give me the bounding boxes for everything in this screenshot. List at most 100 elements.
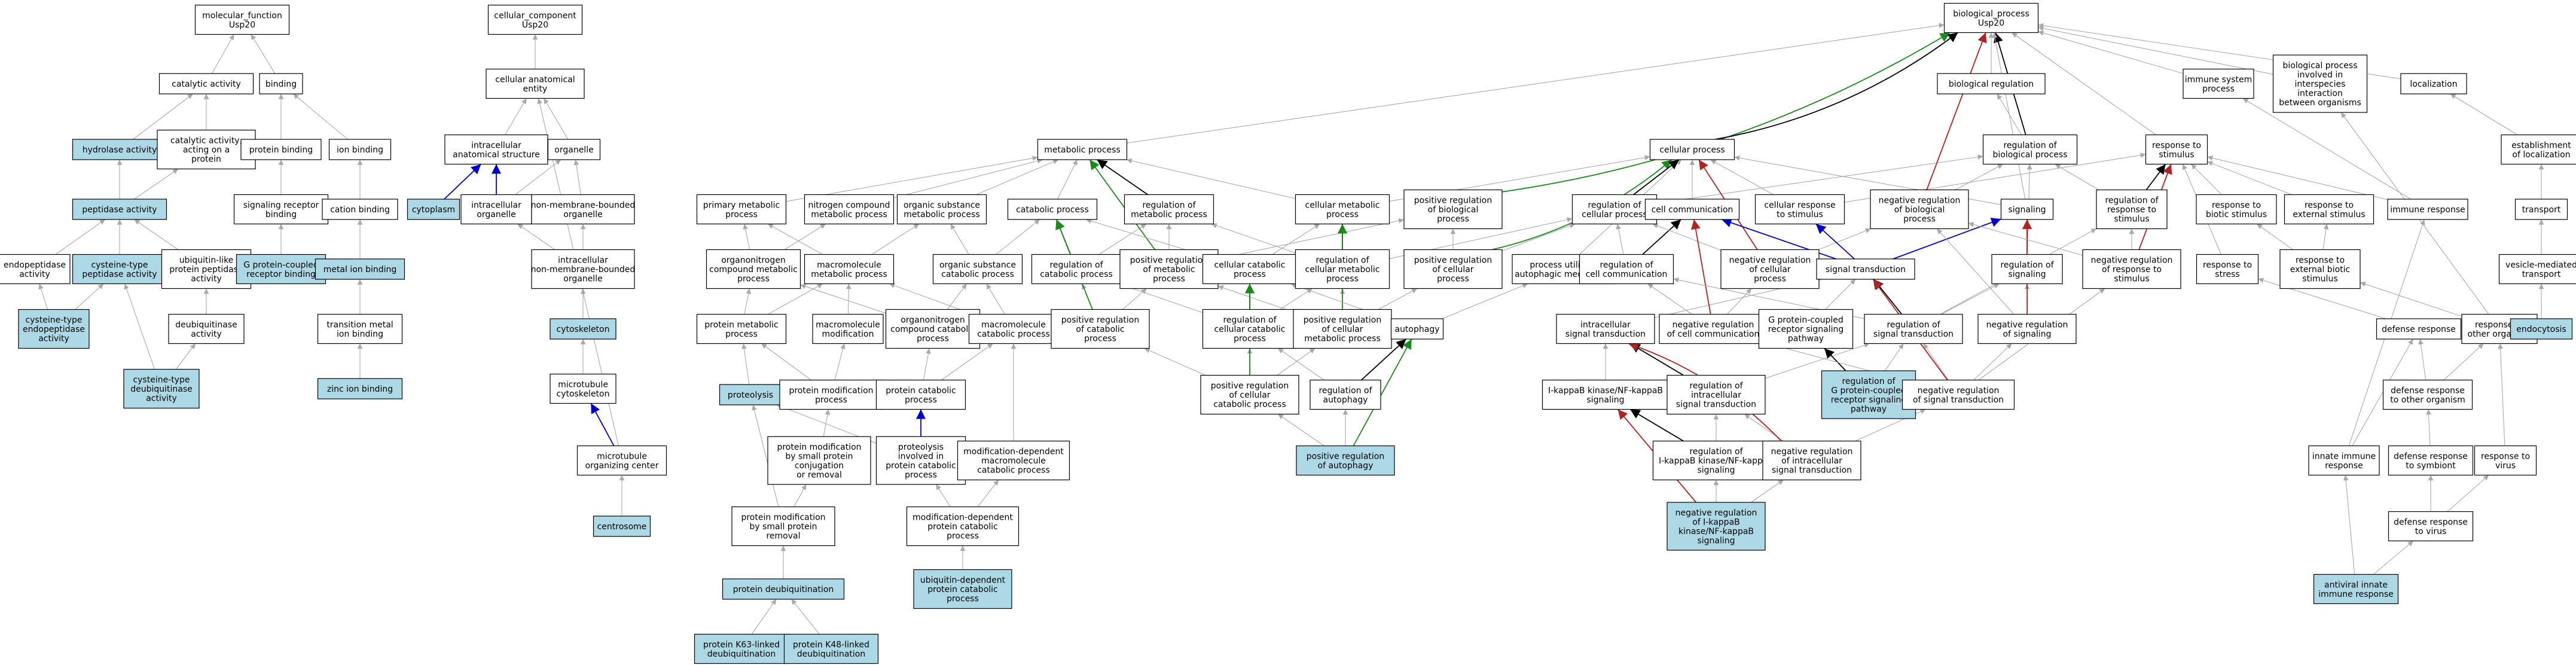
term-node-sigtrans[interactable]: signal transduction	[1816, 258, 1915, 280]
term-node-cytosk[interactable]: cytoskeleton	[550, 318, 616, 340]
term-node-binding[interactable]: binding	[259, 73, 303, 94]
term-node-catab[interactable]: catabolic process	[1007, 199, 1098, 220]
term-node-centro[interactable]: centrosome	[593, 515, 651, 537]
term-node-protdeub[interactable]: protein deubiquitination	[722, 578, 845, 600]
term-node-autophagy[interactable]: autophagy	[1390, 318, 1444, 340]
term-node-ionbind[interactable]: ion binding	[328, 139, 392, 160]
term-node-cellproc[interactable]: cellular process	[1649, 139, 1735, 160]
term-node-biolreg[interactable]: biological regulation	[1937, 73, 2046, 94]
term-node-endocytosis[interactable]: endocytosis	[2510, 318, 2573, 340]
term-node-cellcomm[interactable]: cell communication	[1644, 199, 1740, 220]
term-node-metalbind[interactable]: metal ion binding	[315, 258, 405, 280]
term-node-metab[interactable]: metabolic process	[1037, 139, 1128, 160]
term-node-immresp[interactable]: immune response	[2387, 199, 2468, 220]
term-node-signaling[interactable]: signaling	[2000, 199, 2054, 220]
term-node-pept[interactable]: peptidase activity	[72, 199, 167, 220]
term-node-zinc[interactable]: zinc ion binding	[317, 378, 403, 399]
term-node-proteolysis[interactable]: proteolysis	[719, 384, 782, 405]
term-node-cytoplasm[interactable]: cytoplasm	[407, 199, 460, 220]
term-node-catact[interactable]: catalytic activity	[158, 73, 254, 94]
term-node-cation[interactable]: cation binding	[322, 199, 398, 220]
term-node-defresp[interactable]: defense response	[2376, 318, 2462, 340]
term-node-organelle[interactable]: organelle	[547, 139, 601, 160]
term-node-transport[interactable]: transport	[2514, 199, 2568, 220]
